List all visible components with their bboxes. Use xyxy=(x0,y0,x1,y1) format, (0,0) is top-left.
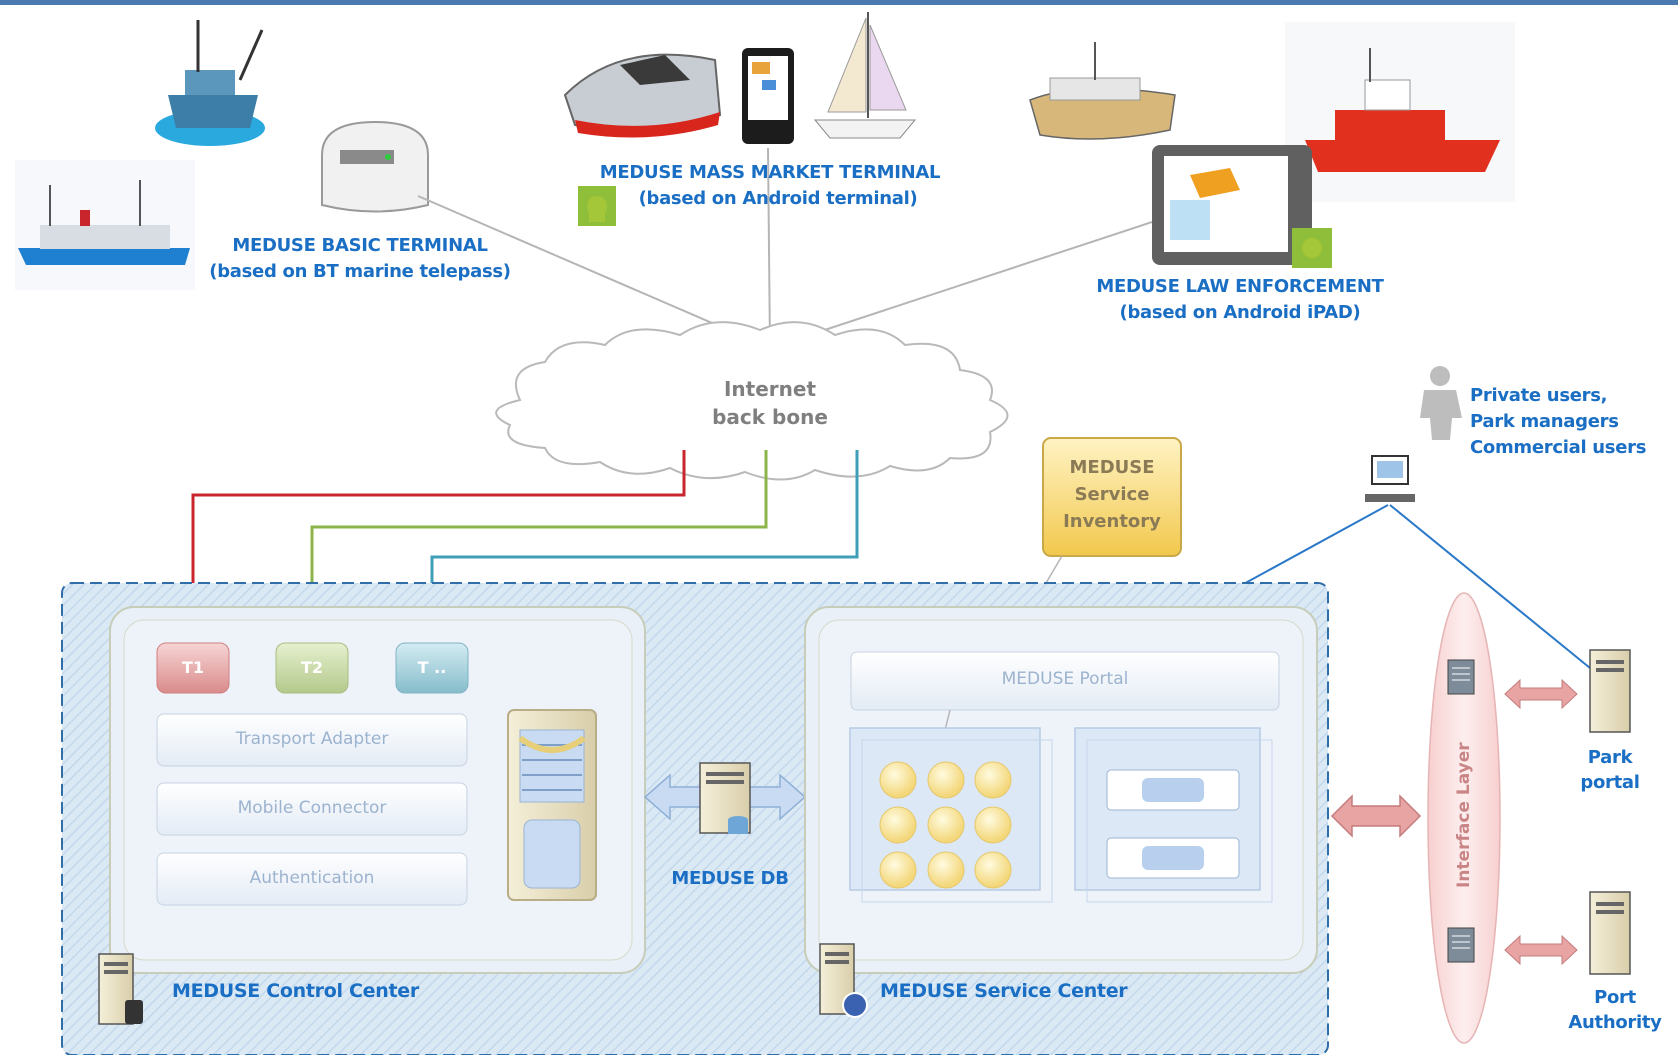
authentication-bar xyxy=(156,852,468,906)
top-band xyxy=(0,0,1678,5)
transport-adapter-label: Transport Adapter xyxy=(235,729,389,749)
users-line3: Commercial users xyxy=(1470,437,1647,458)
workstation-icon xyxy=(1365,455,1415,502)
park-portal-line1: Park xyxy=(1587,747,1633,768)
speedboat-icon xyxy=(563,53,722,138)
t2-label: T2 xyxy=(300,658,324,677)
basic-terminal-title: MEDUSE BASIC TERMINAL xyxy=(232,235,488,256)
mass-market-title: MEDUSE MASS MARKET TERMINAL xyxy=(599,162,941,183)
tugboat-icon xyxy=(1285,22,1515,202)
inventory-line3: Inventory xyxy=(1063,511,1161,532)
park-portal-label: Park portal xyxy=(1560,745,1660,795)
t1-label: T1 xyxy=(181,658,205,677)
database-server-icon xyxy=(699,762,751,834)
basic-terminal-label: MEDUSE BASIC TERMINAL (based on BT marin… xyxy=(190,233,530,285)
control-center-server-icon xyxy=(98,953,143,1025)
mobile-connector-label: Mobile Connector xyxy=(237,798,387,818)
park-portal-server-icon xyxy=(1589,649,1631,733)
port-authority-label: Port Authority xyxy=(1560,985,1670,1035)
law-enforcement-subtitle: (based on Android iPAD) xyxy=(1119,302,1361,323)
service-inventory-box xyxy=(1042,437,1182,557)
t2-box xyxy=(275,642,349,694)
service-center-label: MEDUSE Service Center xyxy=(880,980,1128,1002)
t3-box xyxy=(395,642,469,694)
service-inventory-label: MEDUSE Service Inventory xyxy=(1043,454,1181,535)
users-label: Private users, Park managers Commercial … xyxy=(1470,383,1646,461)
service-grid-cube xyxy=(849,727,1053,903)
cloud-label-line2: back bone xyxy=(712,405,828,429)
meduse-portal-bar xyxy=(850,651,1280,711)
users-line1: Private users, xyxy=(1470,385,1608,406)
basic-terminal-subtitle: (based on BT marine telepass) xyxy=(209,261,511,282)
trawler-icon xyxy=(15,160,195,290)
port-authority-line1: Port xyxy=(1594,987,1636,1008)
internet-cloud xyxy=(495,321,1009,481)
inventory-line1: MEDUSE xyxy=(1069,457,1155,478)
law-enforcement-title: MEDUSE LAW ENFORCEMENT xyxy=(1096,276,1384,297)
meduse-portal-label: MEDUSE Portal xyxy=(1001,669,1129,689)
interface-layer-label: Interface Layer xyxy=(1454,742,1474,888)
person-icon xyxy=(1420,366,1462,440)
interface-layer-ellipse xyxy=(1427,592,1501,1044)
meduse-db-label: MEDUSE DB xyxy=(671,868,789,889)
yacht-icon xyxy=(1029,42,1176,140)
android-icon-mass-market xyxy=(578,186,616,226)
port-authority-line2: Authority xyxy=(1568,1012,1662,1033)
basic-terminal-device-icon xyxy=(321,120,429,213)
mobile-connector-bar xyxy=(156,782,468,836)
port-authority-arrow xyxy=(1504,934,1578,966)
control-center-label: MEDUSE Control Center xyxy=(172,980,419,1002)
port-authority-server-icon xyxy=(1589,891,1631,975)
users-line2: Park managers xyxy=(1470,411,1619,432)
android-icon-law-enforcement xyxy=(1292,228,1332,268)
link-t1 xyxy=(191,450,686,650)
transport-adapter-bar xyxy=(156,713,468,767)
t3-label: T .. xyxy=(417,658,447,677)
t1-box xyxy=(156,642,230,694)
sailboat-icon xyxy=(813,12,917,139)
document-icon-upper xyxy=(1447,659,1475,695)
park-portal-arrow xyxy=(1504,678,1578,710)
interface-link-arrow xyxy=(1330,794,1422,838)
mobile-pda-icon xyxy=(742,48,794,144)
service-center-server-icon xyxy=(819,943,868,1018)
mass-market-terminal-label: MEDUSE MASS MARKET TERMINAL (based on An… xyxy=(560,160,980,212)
tablet-device-icon xyxy=(1152,145,1312,265)
document-icon-lower xyxy=(1447,927,1475,963)
control-server-rack-icon xyxy=(507,709,597,901)
cloud-label-line1: Internet xyxy=(723,377,817,401)
fishing-boat-icon xyxy=(155,20,265,146)
mass-market-subtitle: (based on Android terminal) xyxy=(638,188,918,209)
authentication-label: Authentication xyxy=(249,868,375,888)
cloud-label: Internet back bone xyxy=(680,375,860,431)
law-enforcement-label: MEDUSE LAW ENFORCEMENT (based on Android… xyxy=(1075,274,1405,326)
storage-cube xyxy=(1074,727,1273,903)
inventory-line2: Service xyxy=(1074,484,1150,505)
park-portal-line2: portal xyxy=(1580,772,1640,793)
